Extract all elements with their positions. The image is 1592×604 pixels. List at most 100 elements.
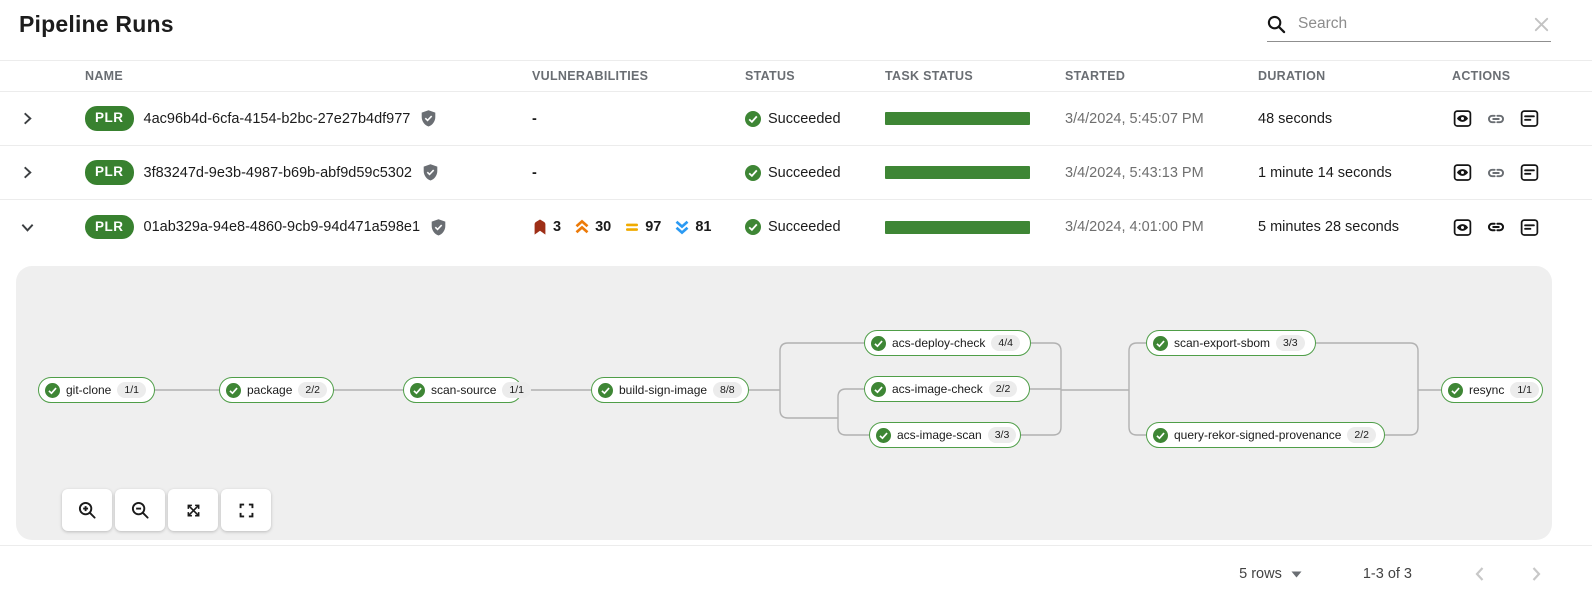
task-steps-badge: 1/1	[117, 382, 146, 398]
task-steps-badge: 4/4	[991, 335, 1020, 351]
graph-controls-toolbar	[62, 489, 271, 531]
task-node-package[interactable]: package 2/2	[219, 377, 334, 403]
task-success-icon	[1448, 382, 1463, 398]
vuln-low-count: 81	[695, 219, 712, 235]
table-row: PLR 01ab329a-94e8-4860-9cb9-94d471a598e1…	[0, 200, 1592, 254]
zoom-in-icon	[78, 501, 97, 520]
task-node-label: acs-image-scan	[897, 428, 982, 442]
zoom-in-button[interactable]	[62, 489, 112, 531]
logs-icon	[1519, 162, 1540, 183]
top-bar: Pipeline Runs	[0, 0, 1592, 60]
severity-high-icon	[574, 219, 590, 235]
success-check-icon	[745, 164, 761, 181]
plr-badge: PLR	[85, 160, 134, 185]
copy-link-button[interactable]	[1485, 162, 1507, 184]
chevron-right-icon	[20, 111, 35, 126]
rows-per-page-select[interactable]: 5 rows	[1233, 565, 1308, 583]
task-success-icon	[871, 381, 886, 397]
pipeline-run-name: 4ac96b4d-6cfa-4154-b2bc-27e27b4df977	[143, 110, 411, 127]
task-success-icon	[226, 382, 241, 398]
clear-search-icon[interactable]	[1532, 15, 1551, 34]
column-header-task-status: TASK STATUS	[885, 69, 974, 83]
success-check-icon	[745, 110, 761, 127]
task-status-bar	[885, 112, 1030, 125]
search-input[interactable]	[1296, 14, 1522, 34]
task-node-query-rekor-signed-provenance[interactable]: query-rekor-signed-provenance 2/2	[1146, 422, 1385, 448]
started-timestamp: 3/4/2024, 5:45:07 PM	[1065, 110, 1204, 127]
chevron-right-icon	[1526, 564, 1546, 584]
duration-label: 5 minutes 28 seconds	[1258, 219, 1400, 235]
view-logs-button[interactable]	[1519, 162, 1540, 183]
expand-row-button[interactable]	[20, 165, 35, 180]
task-success-icon	[45, 382, 60, 398]
vulnerabilities-empty: -	[532, 164, 537, 181]
severity-medium-icon	[624, 219, 640, 235]
task-node-label: acs-deploy-check	[892, 336, 986, 350]
task-node-git-clone[interactable]: git-clone 1/1	[38, 377, 155, 403]
started-timestamp: 3/4/2024, 4:01:00 PM	[1065, 219, 1204, 235]
task-node-scan-source[interactable]: scan-source 1/1	[403, 377, 531, 403]
task-node-label: query-rekor-signed-provenance	[1174, 428, 1342, 442]
status-label: Succeeded	[768, 110, 841, 127]
expand-row-button[interactable]	[20, 111, 35, 126]
search-icon	[1267, 15, 1286, 34]
collapse-row-button[interactable]	[20, 220, 35, 235]
copy-link-button[interactable]	[1485, 108, 1507, 130]
pagination-bar: 5 rows 1-3 of 3	[0, 546, 1592, 602]
logs-icon	[1519, 217, 1540, 238]
column-header-status: STATUS	[745, 69, 795, 83]
copy-link-button[interactable]	[1485, 216, 1507, 238]
column-header-started: STARTED	[1065, 69, 1126, 83]
view-pipeline-run-button[interactable]	[1452, 162, 1473, 183]
view-logs-button[interactable]	[1519, 108, 1540, 129]
view-pipeline-run-button[interactable]	[1452, 108, 1473, 129]
expand-arrows-icon	[184, 501, 203, 520]
fit-to-screen-button[interactable]	[168, 489, 218, 531]
page-title: Pipeline Runs	[19, 11, 174, 37]
task-node-acs-image-scan[interactable]: acs-image-scan 3/3	[869, 422, 1021, 448]
vuln-low: 81	[674, 219, 712, 235]
table-row: PLR 4ac96b4d-6cfa-4154-b2bc-27e27b4df977…	[0, 92, 1592, 146]
column-header-actions: ACTIONS	[1452, 69, 1511, 83]
task-success-icon	[1153, 427, 1168, 443]
eye-icon	[1452, 162, 1473, 183]
task-success-icon	[598, 382, 613, 398]
task-node-label: build-sign-image	[619, 383, 708, 397]
view-logs-button[interactable]	[1519, 217, 1540, 238]
task-node-label: git-clone	[66, 383, 112, 397]
table-row: PLR 3f83247d-9e3b-4987-b69b-abf9d59c5302…	[0, 146, 1592, 200]
task-success-icon	[410, 382, 425, 398]
task-steps-badge: 3/3	[1276, 335, 1305, 351]
task-node-scan-export-sbom[interactable]: scan-export-sbom 3/3	[1146, 330, 1316, 356]
task-success-icon	[1153, 335, 1168, 351]
fullscreen-button[interactable]	[221, 489, 271, 531]
search-box	[1267, 14, 1551, 42]
fullscreen-icon	[237, 501, 256, 520]
zoom-out-icon	[131, 501, 150, 520]
vuln-medium: 97	[624, 219, 661, 235]
vulnerabilities-empty: -	[532, 110, 537, 127]
plr-badge: PLR	[85, 214, 134, 240]
task-steps-badge: 3/3	[987, 427, 1017, 443]
column-header-name: NAME	[85, 69, 124, 83]
duration-label: 1 minute 14 seconds	[1258, 164, 1392, 181]
task-success-icon	[876, 427, 891, 443]
next-page-button[interactable]	[1526, 564, 1546, 584]
task-node-acs-deploy-check[interactable]: acs-deploy-check 4/4	[864, 330, 1031, 356]
duration-label: 48 seconds	[1258, 110, 1333, 127]
task-steps-badge: 2/2	[298, 382, 327, 398]
shield-check-icon	[430, 218, 447, 236]
task-node-resync[interactable]: resync 1/1	[1441, 377, 1543, 403]
zoom-out-button[interactable]	[115, 489, 165, 531]
rows-per-page-label: 5 rows	[1239, 566, 1282, 582]
table-bottom-divider	[0, 545, 1592, 546]
pagination-range-label: 1-3 of 3	[1362, 566, 1412, 582]
previous-page-button[interactable]	[1470, 564, 1490, 584]
task-node-acs-image-check[interactable]: acs-image-check 2/2	[864, 376, 1030, 402]
task-steps-badge: 8/8	[713, 382, 742, 398]
status-label: Succeeded	[768, 164, 841, 181]
vuln-critical: 3	[532, 219, 561, 235]
view-pipeline-run-button[interactable]	[1452, 217, 1473, 238]
vuln-high: 30	[574, 219, 611, 235]
task-node-build-sign-image[interactable]: build-sign-image 8/8	[591, 377, 749, 403]
